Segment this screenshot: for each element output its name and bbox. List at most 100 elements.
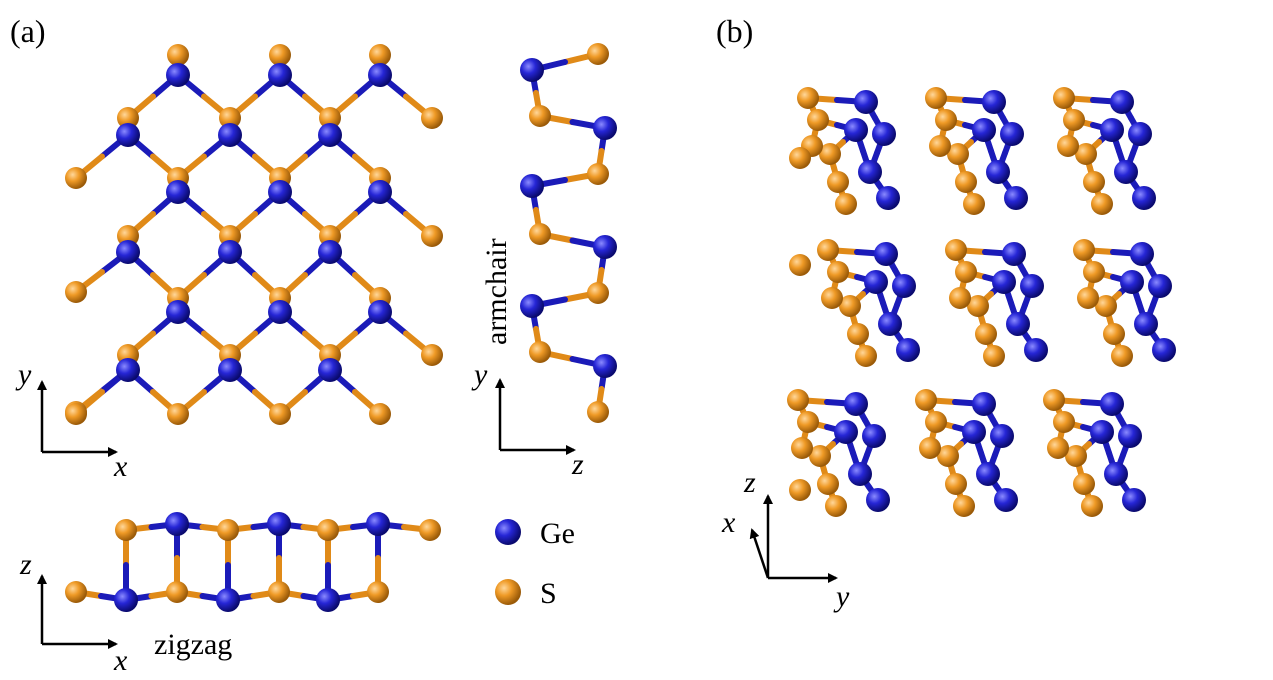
ge-atom — [872, 122, 896, 146]
side-view-y-label: y — [471, 358, 488, 391]
s-atom — [167, 403, 189, 425]
s-atom — [1083, 261, 1105, 283]
ge-atom — [848, 462, 872, 486]
s-atom — [529, 341, 551, 363]
ge-atom — [1110, 90, 1134, 114]
ge-atom — [990, 424, 1014, 448]
s-atom — [1053, 411, 1075, 433]
s-atom — [925, 411, 947, 433]
ge-atom — [216, 588, 240, 612]
s-atom — [529, 223, 551, 245]
ge-atom — [1132, 186, 1156, 210]
ge-atom — [316, 588, 340, 612]
ge-atom — [593, 235, 617, 259]
ge-atom — [1118, 424, 1142, 448]
armchair-label: armchair — [480, 238, 513, 345]
bottom-view-x-label: x — [113, 644, 128, 677]
side-view-z-label: z — [571, 448, 584, 481]
s-atom — [817, 473, 839, 495]
ge-atom — [962, 420, 986, 444]
s-atom — [1057, 135, 1079, 157]
s-atom — [835, 193, 857, 215]
ge-atom — [366, 512, 390, 536]
s-atom — [1075, 143, 1097, 165]
s-atom — [1063, 109, 1085, 131]
ge-atom — [834, 420, 858, 444]
ge-atom — [368, 180, 392, 204]
ge-atom — [1122, 488, 1146, 512]
bulk-view-y-label: y — [833, 580, 850, 613]
ge-atom — [982, 90, 1006, 114]
ge-atom — [1006, 312, 1030, 336]
s-atom — [1065, 445, 1087, 467]
legend: Ge S — [495, 517, 575, 610]
s-atom — [937, 445, 959, 467]
s-atom — [421, 107, 443, 129]
s-atom — [65, 581, 87, 603]
s-atom — [915, 389, 937, 411]
s-atom — [967, 295, 989, 317]
s-atom — [827, 261, 849, 283]
legend-ge-marker — [495, 519, 521, 545]
s-atom — [1095, 295, 1117, 317]
legend-s-label: S — [540, 577, 557, 610]
ge-atom — [1120, 270, 1144, 294]
s-atom — [827, 171, 849, 193]
panel-label-b: (b) — [716, 13, 753, 49]
ge-atom — [992, 270, 1016, 294]
ge-atom — [854, 90, 878, 114]
s-atom — [809, 445, 831, 467]
ge-atom — [1100, 118, 1124, 142]
s-atom — [367, 581, 389, 603]
s-atom — [825, 495, 847, 517]
ge-atom — [1100, 392, 1124, 416]
s-atom — [839, 295, 861, 317]
s-atom — [929, 135, 951, 157]
ge-atom — [844, 392, 868, 416]
top-view-axes: y x — [15, 358, 128, 483]
ge-atom — [876, 186, 900, 210]
ge-atom — [858, 160, 882, 184]
ge-atom — [1000, 122, 1024, 146]
ge-atom — [114, 588, 138, 612]
s-atom — [587, 43, 609, 65]
s-atom — [1073, 239, 1095, 261]
ge-atom — [972, 392, 996, 416]
ge-atom — [116, 123, 140, 147]
ge-atom — [268, 180, 292, 204]
s-atom — [797, 411, 819, 433]
s-atom — [949, 287, 971, 309]
s-atom — [587, 282, 609, 304]
ge-atom — [1130, 242, 1154, 266]
s-atom — [817, 239, 839, 261]
ge-atom — [268, 63, 292, 87]
s-atom — [975, 323, 997, 345]
side-view-axes: y z — [471, 358, 584, 481]
s-atom — [963, 193, 985, 215]
ge-atom — [864, 270, 888, 294]
ge-atom — [1152, 338, 1176, 362]
s-atom — [319, 107, 341, 129]
zigzag-label: zigzag — [154, 628, 232, 661]
ge-atom — [116, 240, 140, 264]
s-atom — [791, 437, 813, 459]
s-atom — [955, 261, 977, 283]
s-atom — [269, 44, 291, 66]
s-atom — [789, 479, 811, 501]
s-atom — [787, 389, 809, 411]
s-atom — [317, 519, 339, 541]
s-atom — [269, 403, 291, 425]
ge-atom — [218, 240, 242, 264]
ge-atom — [1114, 160, 1138, 184]
s-atom — [1053, 87, 1075, 109]
bottom-view-axes: z x — [19, 548, 128, 677]
ge-atom — [1090, 420, 1114, 444]
s-atom — [65, 403, 87, 425]
top-view-x-label: x — [113, 450, 128, 483]
s-atom — [947, 143, 969, 165]
panel-label-a: (a) — [10, 13, 46, 49]
s-atom — [1073, 473, 1095, 495]
s-atom — [166, 581, 188, 603]
s-atom — [65, 167, 87, 189]
